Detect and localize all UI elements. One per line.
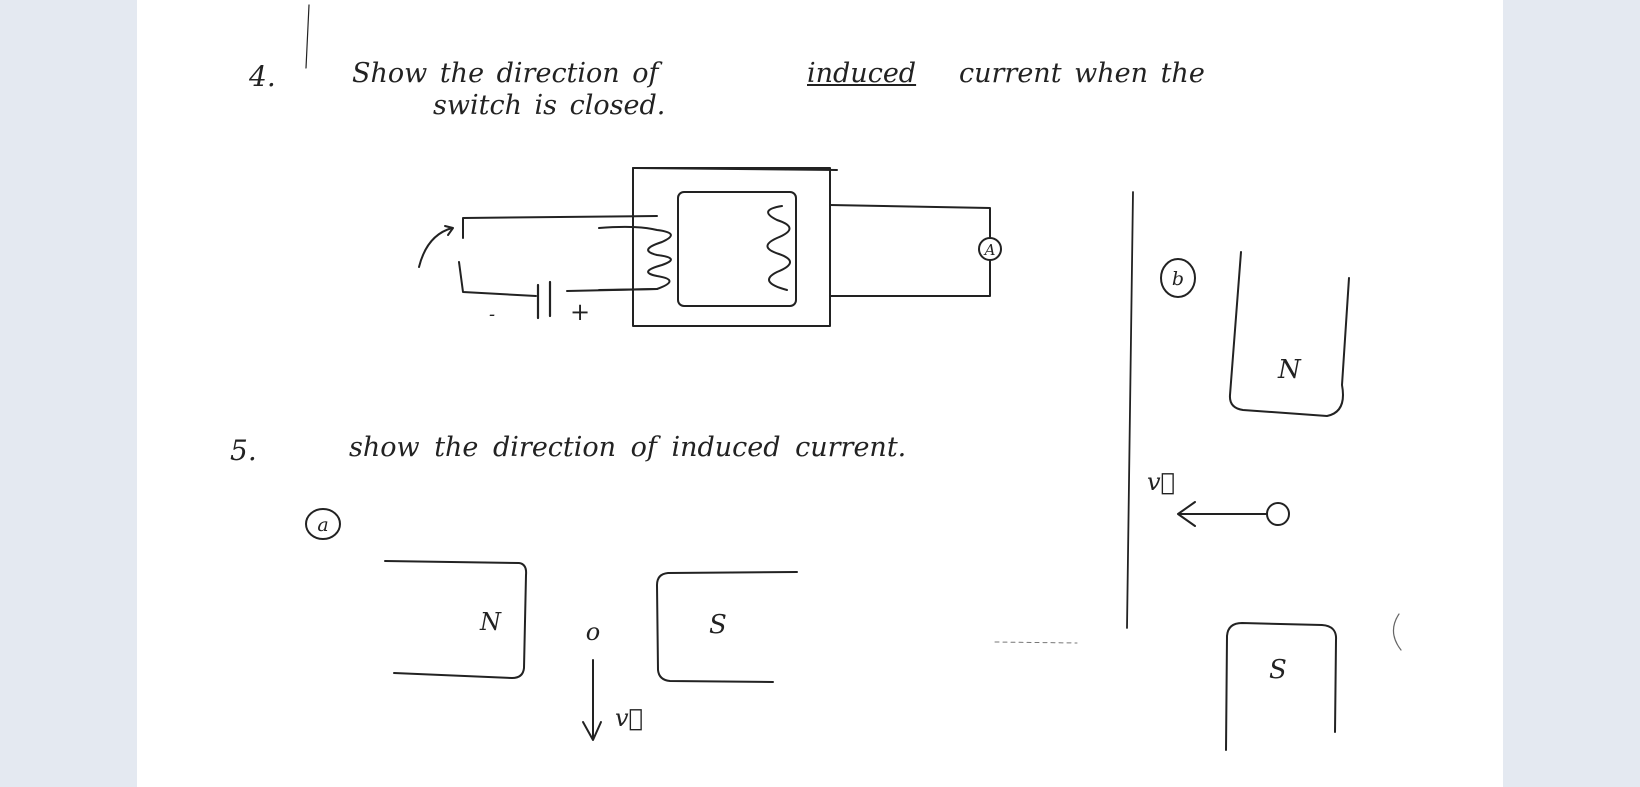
battery-minus-sign: - <box>489 304 495 325</box>
switch-arrowhead <box>444 225 454 236</box>
part-a-circle <box>305 508 341 540</box>
worksheet-page: 4. Show the direction of induced current… <box>137 0 1503 787</box>
magnet-s-bottom <box>1225 622 1338 751</box>
scan-artifact <box>1392 613 1402 651</box>
primary-coil <box>598 225 672 291</box>
primary-wire-bottom-left <box>458 261 537 297</box>
drawing-layer: - + A a N S o v⃗ b N S v⃗ <box>305 4 1402 751</box>
secondary-wire-bottom <box>829 259 991 297</box>
magnet-n-left-label: N <box>479 608 502 636</box>
primary-wire-top <box>462 215 658 239</box>
part-b-circle <box>1160 258 1196 298</box>
part-a-velocity-arrowhead <box>582 721 602 741</box>
problem-4-number: 4. <box>249 60 276 93</box>
magnet-s-right-label: S <box>709 610 727 640</box>
problem-5-text: show the direction of induced current. <box>349 432 907 463</box>
part-b-velocity-arrowhead <box>1177 501 1196 527</box>
part-b-loop-circle <box>1266 502 1290 526</box>
margin-mark <box>305 4 310 69</box>
ammeter-circle <box>978 237 1002 261</box>
transformer-inner-core <box>677 191 797 307</box>
battery-plus-sign: + <box>570 298 590 326</box>
magnet-s-bottom-label: S <box>1269 655 1287 685</box>
part-a-loop-symbol: o <box>586 618 600 646</box>
problem-4-underlined-word: induced <box>807 58 917 89</box>
transformer-circuit-diagram <box>418 167 1002 327</box>
ammeter-label: A <box>983 241 996 259</box>
part-a-velocity-label: v⃗ <box>615 704 643 732</box>
magnet-n-top <box>1228 251 1350 417</box>
scan-dashes <box>994 641 1078 644</box>
primary-wire-bottom-right <box>566 288 658 292</box>
problem-4-line1-end: current when the <box>959 58 1205 89</box>
problem-4-line2: switch is closed. <box>433 90 666 121</box>
magnet-n-left <box>384 560 528 679</box>
magnet-n-top-label: N <box>1277 355 1302 385</box>
switch-arm <box>418 227 453 268</box>
secondary-wire-top <box>829 204 991 239</box>
part-a-label: a <box>317 514 328 536</box>
part-b-velocity-label: v⃗ <box>1147 468 1175 496</box>
magnet-s-right <box>656 571 798 683</box>
divider-line <box>1126 191 1134 629</box>
part-b-label: b <box>1172 268 1184 290</box>
problem-5-number: 5. <box>230 434 257 467</box>
problem-4-line1: Show the direction of <box>352 58 659 89</box>
secondary-coil <box>766 205 791 291</box>
